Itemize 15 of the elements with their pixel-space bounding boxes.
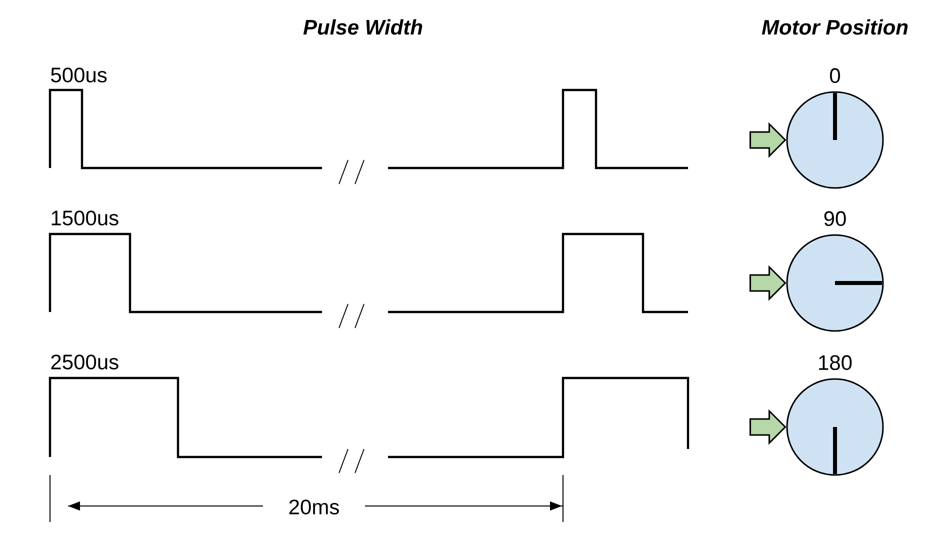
block-arrow	[750, 265, 786, 301]
pulse-width-label: 1500us	[52, 210, 118, 226]
dial	[786, 91, 884, 189]
angle-label: 180	[819, 355, 852, 370]
angle-label: 0	[830, 68, 840, 84]
heading: Motor Position	[762, 19, 908, 35]
angle-label: 90	[824, 211, 846, 226]
dial	[786, 234, 884, 332]
dimension-label: 20ms	[289, 500, 339, 514]
block-arrow	[750, 122, 786, 158]
block-arrow	[750, 409, 786, 445]
pulse-width-label: 2500us	[51, 354, 118, 370]
pulse-width-label: 500us	[51, 68, 107, 82]
heading: Pulse Width	[303, 19, 422, 35]
dial	[786, 378, 884, 476]
